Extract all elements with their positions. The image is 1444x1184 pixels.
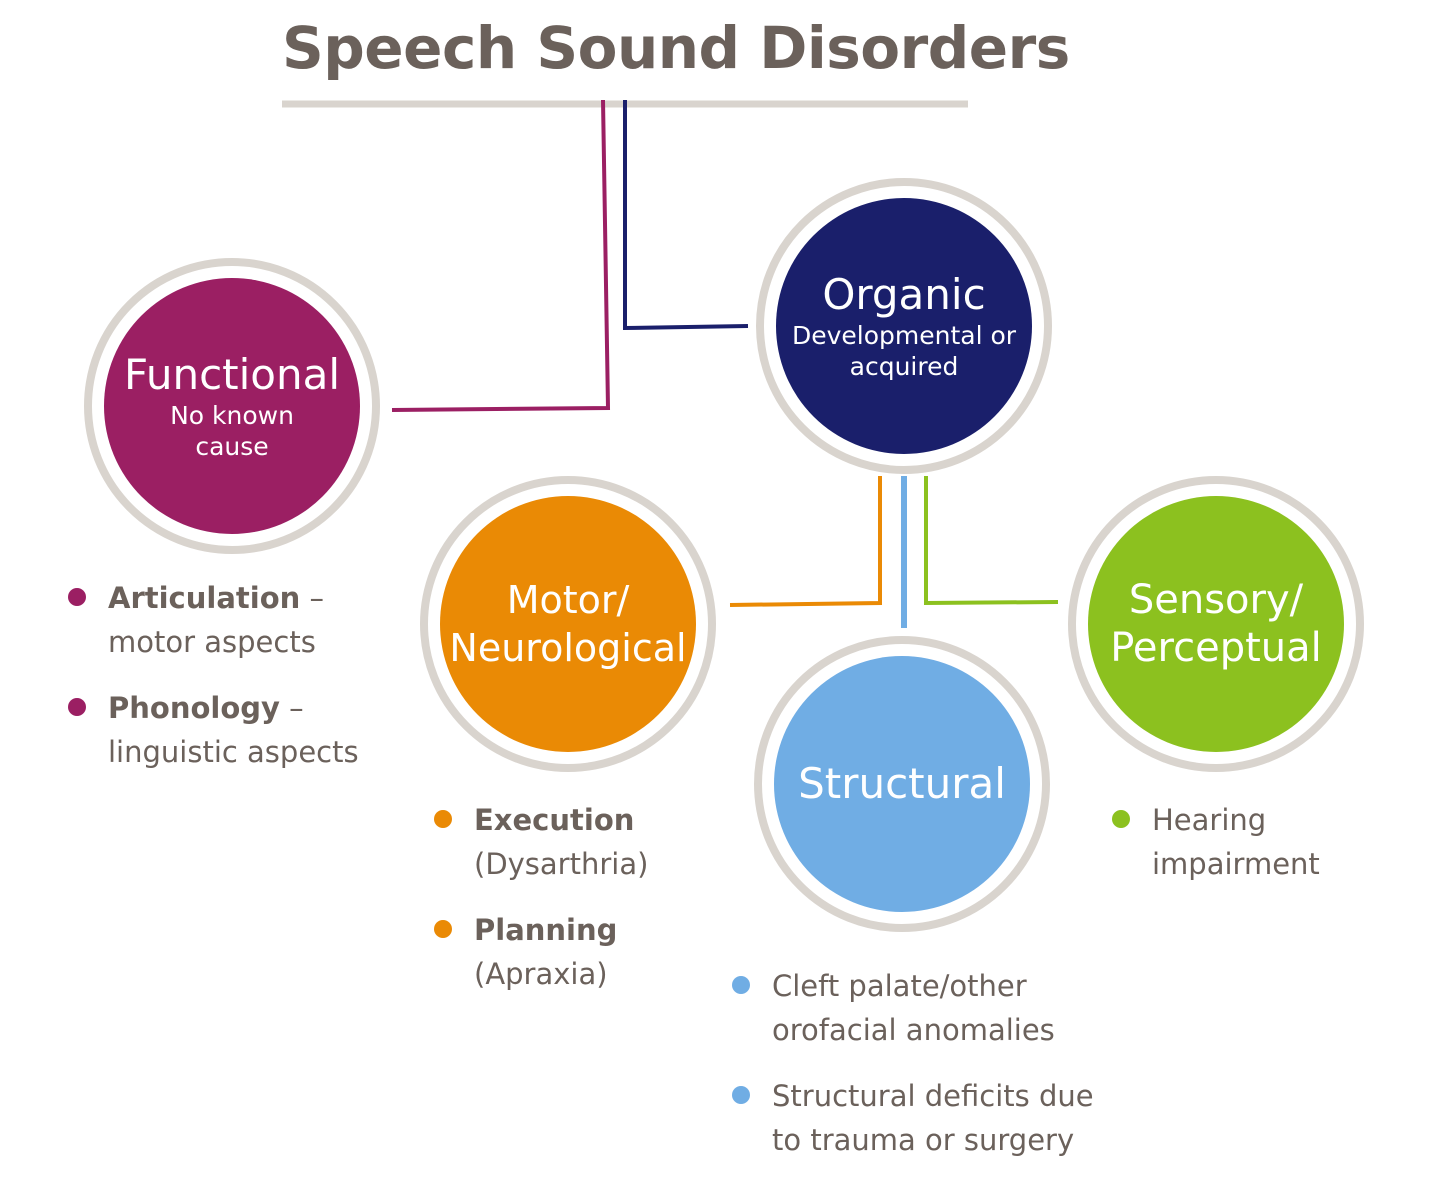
organic-label: Organic [822,270,986,319]
motor-bullet-list: Execution (Dysarthria) Planning (Apraxia… [428,798,648,1018]
organic-connector [623,100,749,331]
organic-sublabel: Developmental or acquired [791,321,1017,381]
item-bold: Articulation [108,581,301,615]
sensory-bullet-list: Hearing impairment [1106,798,1320,908]
item-rest: Cleft palate/other [772,969,1027,1003]
structural-bullet-list: Cleft palate/other orofacial anomalies S… [726,964,1094,1184]
bullet-dot [732,976,750,994]
functional-connector [391,99,611,412]
structural-node: Structural [774,656,1030,912]
item-bold: Execution [474,803,635,837]
functional-label: Functional [123,350,341,399]
item-line2: (Dysarthria) [474,847,649,881]
functional-sublabel: No known cause [170,401,294,461]
organic-node: Organic Developmental or acquired [776,198,1032,454]
diagram-title: Speech Sound Disorders [282,14,1070,82]
list-item: Articulation – motor aspects [62,576,359,664]
item-bold: Planning [474,913,618,947]
item-bold: Phonology [108,691,280,725]
list-item: Structural deficits due to trauma or sur… [726,1074,1094,1162]
sensory-node: Sensory/ Perceptual [1088,496,1344,752]
item-rest: Structural deficits due [772,1079,1094,1113]
bullet-dot [732,1086,750,1104]
bullet-dot [68,698,86,716]
motor-label: Motor/ Neurological [449,578,687,670]
item-line2: orofacial anomalies [772,1013,1055,1047]
bullet-dot [1112,810,1130,828]
list-item: Cleft palate/other orofacial anomalies [726,964,1094,1052]
item-line2: to trauma or surgery [772,1123,1075,1157]
list-item: Hearing impairment [1106,798,1320,886]
item-line2: impairment [1152,847,1320,881]
list-item: Planning (Apraxia) [428,908,648,996]
bullet-dot [434,810,452,828]
item-rest: – [300,581,324,615]
list-item: Phonology – linguistic aspects [62,686,359,774]
item-rest: Hearing [1152,803,1267,837]
item-line2: linguistic aspects [108,735,359,769]
functional-node: Functional No known cause [104,278,360,534]
functional-bullet-list: Articulation – motor aspects Phonology –… [62,576,359,796]
structural-label: Structural [798,759,1006,808]
sensory-label: Sensory/ Perceptual [1110,577,1322,671]
motor-connector [729,476,882,607]
item-rest: – [279,691,304,725]
item-line2: motor aspects [108,625,316,659]
item-line2: (Apraxia) [474,957,608,991]
sensory-connector [924,476,1059,606]
motor-node: Motor/ Neurological [440,496,696,752]
list-item: Execution (Dysarthria) [428,798,648,886]
bullet-dot [434,920,452,938]
bullet-dot [68,588,86,606]
